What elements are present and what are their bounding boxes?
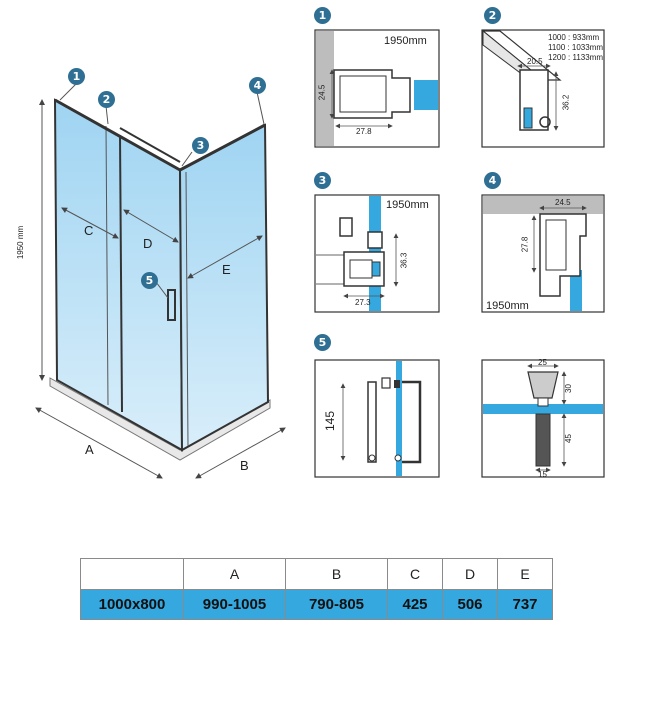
detail-3-profile [316, 196, 399, 311]
detail-3-height: 1950mm [386, 199, 429, 211]
table-row: 1000x800 990-1005 790-805 425 506 737 [80, 589, 553, 620]
badge-3-detail: 3 [314, 172, 331, 189]
badge-5-detail: 5 [314, 334, 331, 351]
table-header-cell [80, 558, 184, 590]
table-header-cell: E [497, 558, 553, 590]
table-cell-c: 425 [387, 589, 443, 620]
label-e: E [222, 262, 231, 277]
detail-6-dim-v1: 30 [563, 384, 573, 393]
detail-2-size-3: 1200 : 1133mm [548, 53, 603, 62]
badge-4-detail: 4 [484, 172, 501, 189]
label-b: B [240, 458, 249, 473]
dimensions-table: A B C D E 1000x800 990-1005 790-805 425 … [80, 558, 553, 620]
badge-5-main: 5 [141, 272, 158, 289]
table-cell-b: 790-805 [285, 589, 388, 620]
detail-2-size-2: 1100 : 1033mm [548, 43, 603, 52]
detail-frames [314, 29, 605, 478]
badge-2-detail: 2 [484, 7, 501, 24]
detail-2-dim-h: 20.5 [527, 57, 543, 66]
table-cell-d: 506 [442, 589, 498, 620]
label-d: D [143, 236, 153, 251]
main-dimension-lines [35, 83, 286, 479]
detail-6-knob [483, 363, 603, 473]
table-header-cell: C [387, 558, 443, 590]
table-cell-size: 1000x800 [80, 589, 184, 620]
detail-2-dim-v: 36.2 [561, 94, 571, 111]
detail-1-dim-h: 27.8 [356, 127, 372, 136]
detail-4-height: 1950mm [486, 300, 529, 312]
detail-2-profile [481, 29, 562, 131]
table-header-cell: A [183, 558, 286, 590]
label-a: A [85, 442, 94, 457]
detail-4-dim-v: 27.8 [520, 236, 530, 253]
detail-3-dim-v: 36.3 [399, 252, 409, 269]
badge-1-detail: 1 [314, 7, 331, 24]
detail-5-dim-v: 145 [323, 410, 338, 432]
badge-2-main: 2 [98, 91, 115, 108]
detail-6-dim-bottom: 15 [538, 470, 547, 479]
table-header-cell: D [442, 558, 498, 590]
detail-1-dim-v: 24.5 [317, 84, 327, 101]
detail-4-dim-h: 24.5 [555, 198, 571, 207]
detail-3-dim-h: 27.3 [355, 298, 371, 307]
detail-5-handle [340, 361, 422, 476]
table-cell-e: 737 [497, 589, 553, 620]
badge-3-main: 3 [192, 137, 209, 154]
table-cell-a: 990-1005 [183, 589, 286, 620]
detail-1-height: 1950mm [384, 35, 427, 47]
table-header-row: A B C D E [80, 558, 553, 590]
detail-4-profile [483, 196, 603, 311]
label-c: C [84, 223, 94, 238]
detail-6-dim-top: 25 [538, 358, 547, 367]
table-header-cell: B [285, 558, 388, 590]
badge-1-main: 1 [68, 68, 85, 85]
label-height: 1950 mm [16, 225, 26, 260]
badge-4-main: 4 [249, 77, 266, 94]
detail-2-size-1: 1000 : 933mm [548, 33, 600, 42]
shower-enclosure [49, 98, 271, 461]
detail-1-profile [316, 31, 438, 146]
detail-6-dim-v2: 45 [563, 434, 573, 443]
